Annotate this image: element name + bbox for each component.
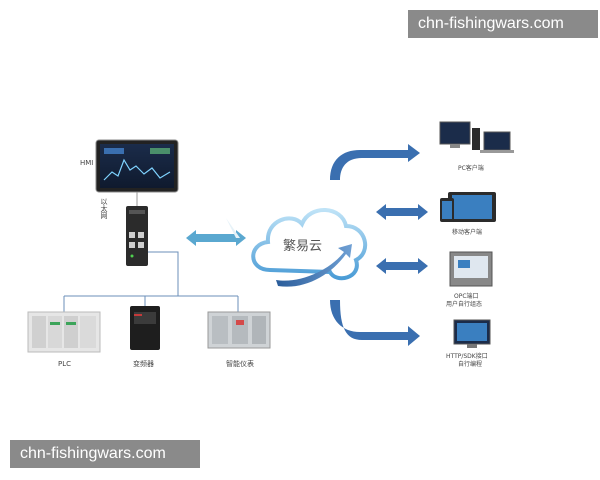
hmi-label: HMI xyxy=(80,159,93,167)
cloud-icon xyxy=(251,208,367,287)
inverter-device xyxy=(130,306,160,350)
field-bus-lines xyxy=(63,251,239,312)
gateway-cloud-arrow xyxy=(186,218,246,246)
http-client-icon xyxy=(453,319,491,348)
plc-device xyxy=(27,311,101,353)
mobile-client-icon xyxy=(440,192,496,222)
watermark-bottom: chn-fishingwars.com xyxy=(10,440,200,468)
hmi-device xyxy=(95,139,179,193)
watermark-top: chn-fishingwars.com xyxy=(408,10,598,38)
cloud-label: 繁易云 xyxy=(283,238,322,254)
gateway-device xyxy=(126,206,148,266)
opc-client-label-line1: OPC端口 xyxy=(454,292,479,300)
plc-label: PLC xyxy=(58,360,71,368)
pc-client-label: PC客户端 xyxy=(458,164,484,172)
smart-meter-label: 智能仪表 xyxy=(226,359,254,368)
opc-client-label-line2: 用户自行组态 xyxy=(446,300,482,308)
inverter-label: 变频器 xyxy=(133,359,154,368)
opc-client-icon xyxy=(449,251,493,287)
pc-client-icon xyxy=(439,121,514,153)
http-client-label-line1: HTTP/SDK接口 xyxy=(446,352,488,360)
smart-meter-device xyxy=(207,311,271,349)
cloud-client-arrows xyxy=(330,144,428,346)
mobile-client-label: 移动客户端 xyxy=(452,228,482,236)
http-client-label-line2: 自行编程 xyxy=(458,360,482,368)
ethernet-label: 以太网 xyxy=(100,198,108,220)
